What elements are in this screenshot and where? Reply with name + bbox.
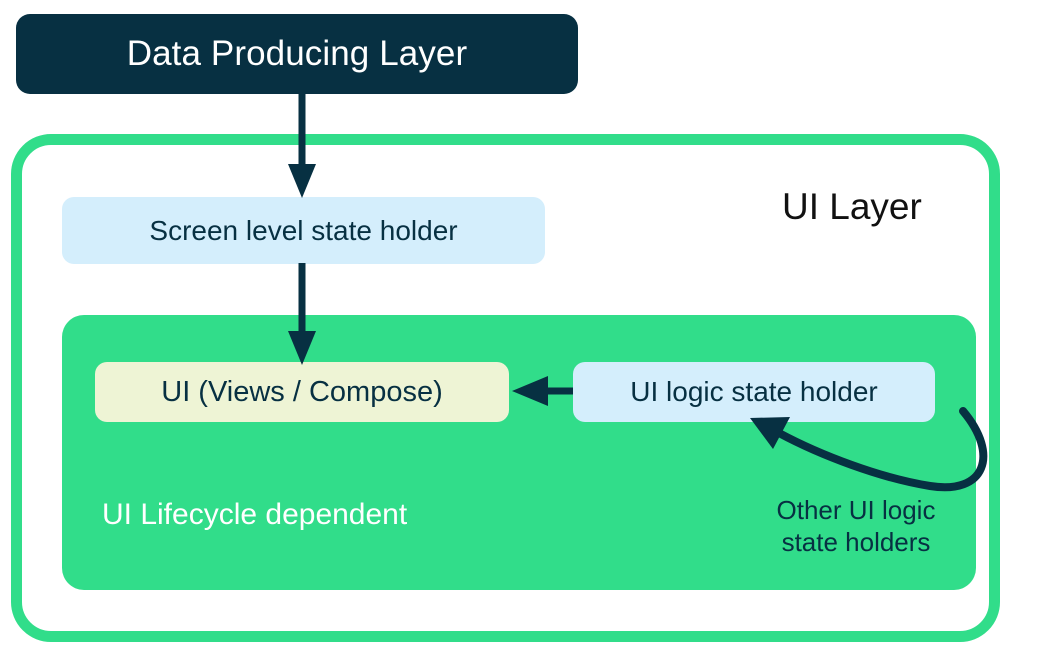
ui-views-compose-box: UI (Views / Compose)	[95, 362, 509, 422]
other-ui-logic-state-holders-caption: Other UI logic state holders	[731, 495, 981, 558]
data-producing-layer-box: Data Producing Layer	[16, 14, 578, 94]
screen-level-state-holder-box: Screen level state holder	[62, 197, 545, 264]
data-producing-layer-label: Data Producing Layer	[126, 34, 468, 73]
screen-level-state-holder-label: Screen level state holder	[149, 214, 458, 246]
other-ui-logic-line-1: Other UI logic	[776, 495, 936, 525]
ui-lifecycle-dependent-label: UI Lifecycle dependent	[102, 498, 408, 531]
ui-layer-title: UI Layer	[782, 186, 922, 227]
ui-logic-state-holder-box: UI logic state holder	[573, 362, 935, 422]
other-ui-logic-line-2: state holders	[781, 526, 931, 557]
ui-logic-state-holder-label: UI logic state holder	[630, 376, 878, 407]
ui-views-compose-label: UI (Views / Compose)	[161, 375, 443, 408]
ui-layer-container	[11, 134, 1000, 642]
